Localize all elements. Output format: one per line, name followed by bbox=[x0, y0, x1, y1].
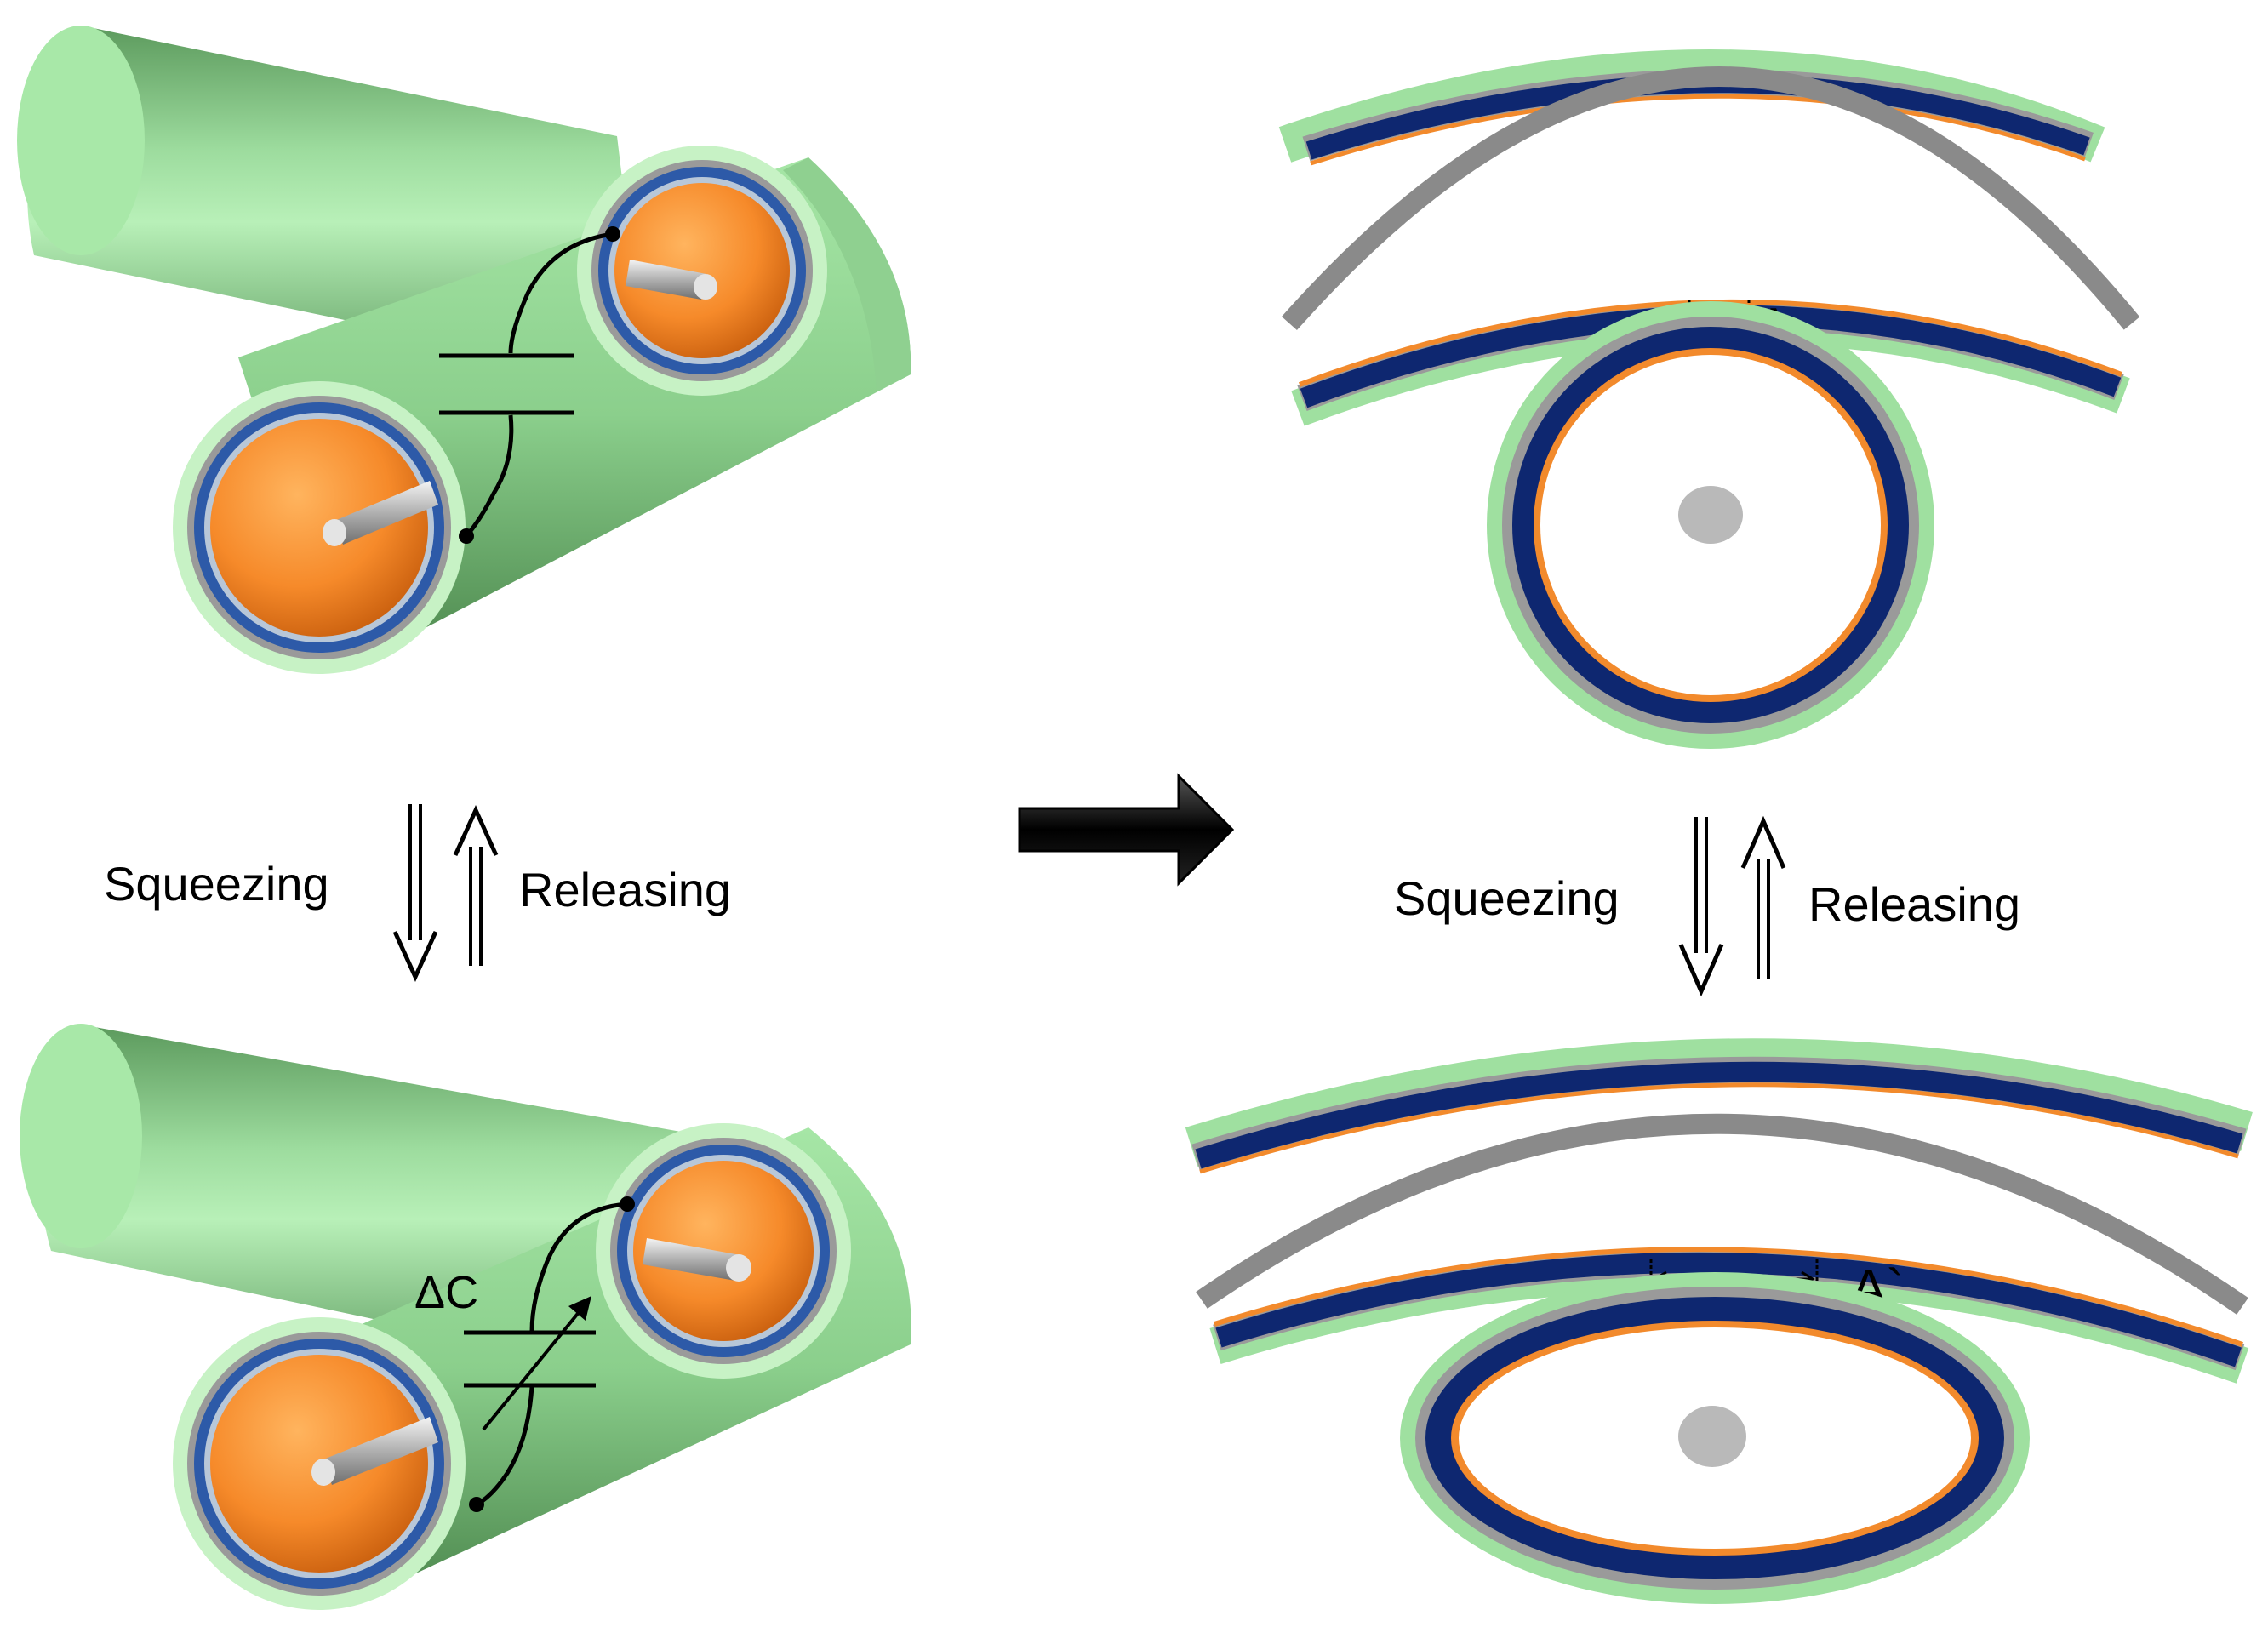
releasing-label-right: Releasing bbox=[1808, 877, 2020, 931]
releasing-label-left: Releasing bbox=[519, 863, 731, 916]
squeezing-label-left: Squeezing bbox=[104, 857, 329, 911]
core-rod-upper bbox=[626, 260, 717, 300]
gray-spacer-arch-squeezed bbox=[1196, 1113, 2248, 1315]
squeezed-fibers-3d: ΔC bbox=[20, 1024, 911, 1610]
gray-spacer-arch bbox=[1282, 66, 2140, 330]
core-rod-upper-squeezed bbox=[643, 1238, 751, 1282]
fiber-cross-section-oval bbox=[1400, 1272, 2030, 1604]
variable-capacitor-symbol: ΔC bbox=[414, 1196, 635, 1512]
squeeze-arrow-right bbox=[1678, 817, 1724, 997]
release-arrow-left bbox=[453, 804, 499, 966]
lower-fiber-squeezed bbox=[173, 1317, 466, 1610]
core-rod-lower bbox=[323, 481, 438, 546]
relaxed-cross-section: A bbox=[1278, 49, 2140, 749]
relaxed-fibers-3d bbox=[17, 26, 911, 674]
lower-electrode-layer-squeezed bbox=[1209, 1247, 2249, 1384]
fiber-cross-section-round bbox=[1487, 301, 1934, 749]
squeezing-label-right: Squeezing bbox=[1394, 871, 1620, 925]
right-transition-arrows: Squeezing Releasing bbox=[1394, 815, 2020, 997]
upper-electrode-layer-squeezed bbox=[1185, 1038, 2253, 1174]
lower-fiber bbox=[173, 381, 466, 674]
left-transition-arrows: Squeezing Releasing bbox=[104, 804, 731, 983]
release-arrow-right bbox=[1740, 815, 1786, 979]
transition-arrow bbox=[1018, 773, 1235, 887]
squeezed-cross-section: A` bbox=[1185, 1038, 2253, 1604]
squeeze-arrow-left bbox=[392, 804, 438, 983]
core-rod-lower-squeezed bbox=[311, 1417, 438, 1486]
delta-c-label: ΔC bbox=[414, 1267, 478, 1318]
capacitor-symbol-relaxed bbox=[439, 226, 620, 544]
